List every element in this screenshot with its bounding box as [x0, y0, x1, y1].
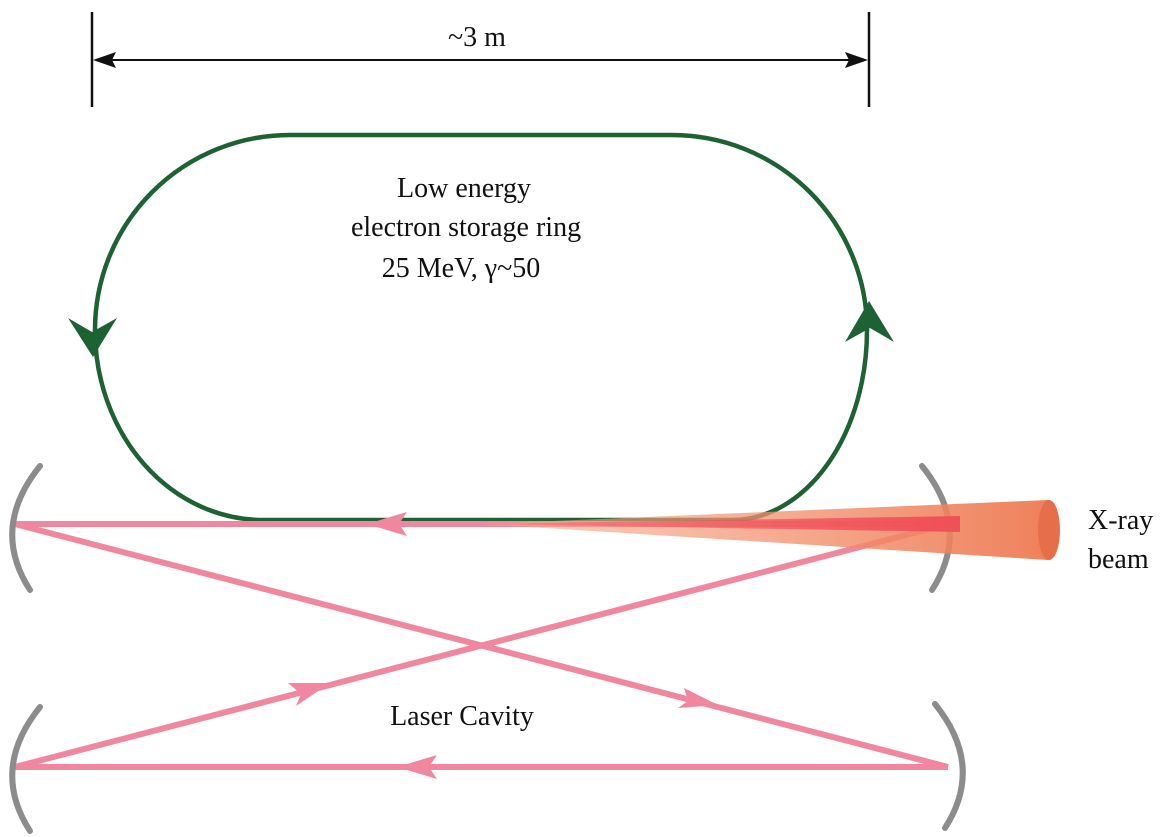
laser-arrow-top — [367, 512, 407, 536]
laser-arrow-bottom — [397, 755, 437, 779]
mirror-bottom-right — [932, 701, 966, 831]
storage-ring: Low energy electron storage ring 25 MeV,… — [68, 132, 894, 523]
x-ray-core — [482, 516, 960, 532]
storage-ring-path — [92, 132, 870, 523]
ring-label-line-3: 25 MeV, γ~50 — [382, 253, 540, 284]
laser-cavity-label: Laser Cavity — [390, 701, 534, 732]
dimension-indicator: ~3 m — [90, 12, 871, 107]
x-ray-label-line-1: X-ray — [1088, 505, 1153, 536]
x-ray-cone — [482, 500, 1048, 560]
mirror-bottom-left — [9, 704, 43, 834]
dimension-label: ~3 m — [448, 22, 506, 53]
dimension-arrowhead-left — [93, 52, 116, 68]
ring-label-line-1: Low energy — [397, 173, 531, 204]
mirror-top-left — [9, 463, 43, 593]
ring-arrow-right — [845, 301, 894, 342]
ring-arrow-left — [68, 318, 117, 357]
x-ray-label-line-2: beam — [1088, 544, 1149, 575]
ring-label-line-2: electron storage ring — [351, 212, 581, 243]
dimension-arrowhead-right — [845, 52, 868, 68]
laser-arrow-diagonal-up — [288, 683, 330, 706]
laser-arrow-diagonal-down — [678, 688, 718, 708]
laser-path-diagonal-up — [14, 521, 949, 770]
x-ray-cone-end — [1038, 500, 1060, 560]
x-ray-beam: X-ray beam — [482, 500, 1153, 575]
laser-cavity: Laser Cavity — [14, 512, 949, 779]
